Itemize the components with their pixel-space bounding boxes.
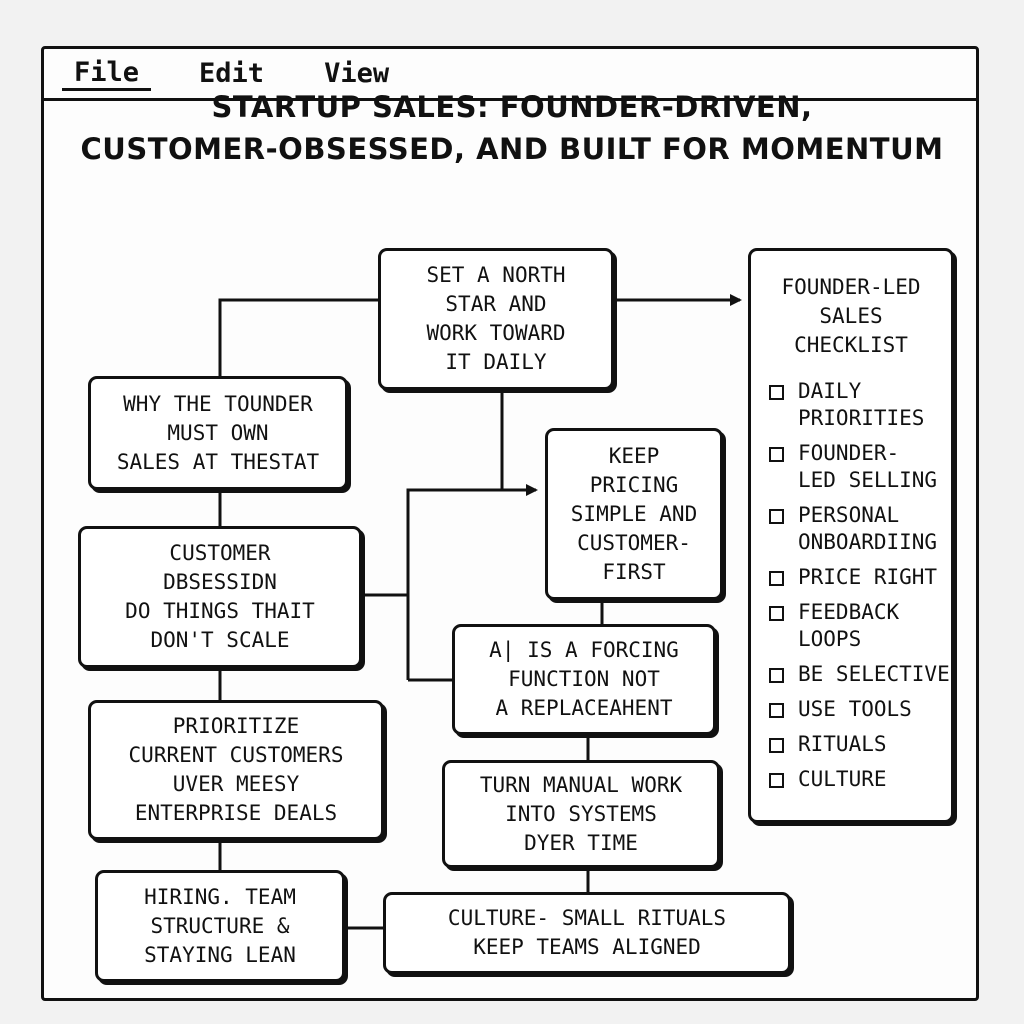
checklist-item[interactable]: PRICE RIGHT	[769, 564, 951, 591]
node-customer-obsession-label: CUSTOMER DBSESSIDN DO THINGS THAIT DON'T…	[125, 541, 315, 652]
menu-view[interactable]: View	[324, 58, 390, 89]
checklist-item[interactable]: PERSONAL ONBOARDIING	[769, 502, 951, 556]
connector-branch-pricing	[406, 488, 502, 680]
page-title: STARTUP SALES: FOUNDER-DRIVEN, CUSTOMER-…	[0, 86, 1024, 170]
checklist-item[interactable]: RITUALS	[769, 731, 951, 758]
node-hiring-team-label: HIRING. TEAM STRUCTURE & STAYING LEAN	[144, 884, 296, 967]
menu-edit[interactable]: Edit	[199, 58, 265, 89]
node-manual-work-systems: TURN MANUAL WORK INTO SYSTEMS DYER TIME	[442, 760, 720, 868]
node-hiring-team: HIRING. TEAM STRUCTURE & STAYING LEAN	[95, 870, 345, 982]
node-prioritize-customers-label: PRIORITIZE CURRENT CUSTOMERS UVER MEESY …	[128, 714, 344, 825]
node-keep-pricing-label: KEEP PRICING SIMPLE AND CUSTOMER- FIRST	[570, 443, 698, 584]
founder-led-sales-checklist: FOUNDER-LED SALES CHECKLIST DAILY PRIORI…	[748, 248, 954, 823]
node-manual-work-systems-label: TURN MANUAL WORK INTO SYSTEMS DYER TIME	[479, 772, 683, 855]
node-customer-obsession: CUSTOMER DBSESSIDN DO THINGS THAIT DON'T…	[78, 526, 362, 668]
checkbox-icon[interactable]	[769, 447, 784, 462]
menu-file[interactable]: File	[62, 57, 152, 91]
node-north-star-label: SET A NORTH STAR AND WORK TOWARD IT DAIL…	[426, 263, 566, 374]
checkbox-icon[interactable]	[769, 703, 784, 718]
node-founder-own-sales: WHY THE TOUNDER MUST OWN SALES AT THESTA…	[88, 376, 348, 490]
connector-northstar-pricing	[500, 390, 538, 496]
menu-bar: File Edit View	[44, 49, 976, 101]
connector-northstar-founder	[218, 298, 378, 378]
checklist-item[interactable]: FOUNDER- LED SELLING	[769, 440, 951, 494]
node-keep-pricing: KEEP PRICING SIMPLE AND CUSTOMER- FIRST	[545, 428, 723, 600]
checkbox-icon[interactable]	[769, 606, 784, 621]
checklist-title: FOUNDER-LED SALES CHECKLIST	[781, 275, 921, 357]
checkbox-icon[interactable]	[769, 571, 784, 586]
node-prioritize-customers: PRIORITIZE CURRENT CUSTOMERS UVER MEESY …	[88, 700, 384, 840]
title-line-1: STARTUP SALES: FOUNDER-DRIVEN,	[211, 90, 813, 124]
checkbox-icon[interactable]	[769, 385, 784, 400]
checklist-item[interactable]: DAILY PRIORITIES	[769, 378, 951, 432]
title-line-2: CUSTOMER-OBSESSED, AND BUILT FOR MOMENTU…	[80, 132, 944, 166]
checklist-item[interactable]: USE TOOLS	[769, 696, 951, 723]
checkbox-icon[interactable]	[769, 738, 784, 753]
node-ai-forcing-function: A| IS A FORCING FUNCTION NOT A REPLACEAH…	[452, 624, 716, 735]
node-culture-rituals: CULTURE- SMALL RITUALS KEEP TEAMS ALIGNE…	[383, 892, 791, 974]
checklist-items: DAILY PRIORITIES FOUNDER- LED SELLING PE…	[751, 378, 951, 793]
checkbox-icon[interactable]	[769, 668, 784, 683]
node-culture-rituals-label: CULTURE- SMALL RITUALS KEEP TEAMS ALIGNE…	[447, 906, 727, 959]
node-founder-own-sales-label: WHY THE TOUNDER MUST OWN SALES AT THESTA…	[116, 391, 320, 474]
checkbox-icon[interactable]	[769, 509, 784, 524]
checklist-item[interactable]: CULTURE	[769, 766, 951, 793]
checklist-item[interactable]: BE SELECTIVE	[769, 661, 951, 688]
node-ai-forcing-function-label: A| IS A FORCING FUNCTION NOT A REPLACEAH…	[489, 638, 679, 720]
node-north-star: SET A NORTH STAR AND WORK TOWARD IT DAIL…	[378, 248, 614, 390]
checkbox-icon[interactable]	[769, 773, 784, 788]
checklist-item[interactable]: FEEDBACK LOOPS	[769, 599, 951, 653]
